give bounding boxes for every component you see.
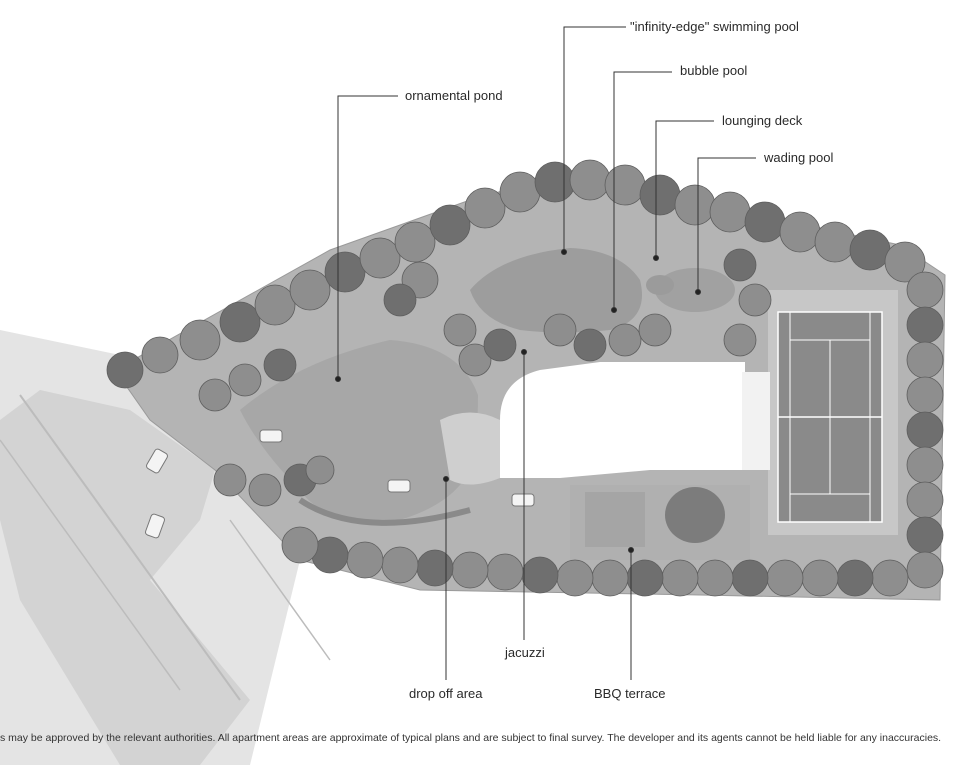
tree-canopy [213, 463, 247, 497]
leader-bubble-pool [613, 71, 672, 310]
tree-canopy [814, 221, 856, 263]
tree-canopy [731, 559, 769, 597]
tree-canopy [766, 559, 804, 597]
leader-lines [335, 26, 756, 680]
tree-canopy [723, 248, 757, 282]
tree-canopy [738, 283, 772, 317]
tree-canopy [106, 351, 144, 389]
leader-wading-pool [697, 157, 756, 292]
tree-canopy [416, 549, 454, 587]
tree-canopy [626, 559, 664, 597]
label-infinity-pool: "infinity-edge" swimming pool [630, 19, 799, 34]
label-jacuzzi: jacuzzi [505, 645, 545, 660]
tree-canopy [464, 187, 506, 229]
tree-canopy [569, 159, 611, 201]
leader-lounging-deck [655, 120, 714, 258]
tree-canopy [141, 336, 179, 374]
tree-canopy [906, 446, 944, 484]
tree-canopy [521, 556, 559, 594]
label-drop-off-area: drop off area [409, 686, 483, 701]
leader-ornamental-pond [337, 95, 398, 379]
tree-canopy [836, 559, 874, 597]
tree-canopy [499, 171, 541, 213]
tree-canopy [359, 237, 401, 279]
tree-canopy [179, 319, 221, 361]
tree-canopy [458, 343, 492, 377]
bbq-terrace-area [570, 485, 750, 560]
tree-canopy [443, 313, 477, 347]
tree-canopy [198, 378, 232, 412]
tree-canopy [604, 164, 646, 206]
tree-canopy [305, 455, 335, 485]
label-ornamental-pond: ornamental pond [405, 88, 503, 103]
tree-canopy [906, 516, 944, 554]
tree-canopy [674, 184, 716, 226]
label-bbq-terrace: BBQ terrace [594, 686, 666, 701]
tree-canopy [744, 201, 786, 243]
leader-infinity-pool [563, 26, 626, 252]
tree-canopy [639, 174, 681, 216]
tree-canopy [556, 559, 594, 597]
tree-canopy [219, 301, 261, 343]
building-footprint [485, 362, 770, 478]
label-wading-pool: wading pool [764, 150, 834, 165]
tennis-court [768, 290, 898, 535]
tree-canopy [573, 328, 607, 362]
tree-canopy [906, 306, 944, 344]
tree-canopy [281, 526, 319, 564]
tree-canopy [906, 411, 944, 449]
tree-canopy [383, 283, 417, 317]
tree-canopy [906, 376, 944, 414]
tree-canopy [591, 559, 629, 597]
tree-canopy [394, 221, 436, 263]
tree-canopy [779, 211, 821, 253]
tree-canopy [906, 341, 944, 379]
road [0, 330, 331, 765]
tree-canopy [906, 481, 944, 519]
tree-canopy [429, 204, 471, 246]
tree-canopy [451, 551, 489, 589]
cars [145, 429, 535, 539]
tree-canopy [486, 553, 524, 591]
tree-canopy [324, 251, 366, 293]
pool-area [470, 248, 735, 333]
tree-canopy [801, 559, 839, 597]
tree-canopy [638, 313, 672, 347]
tree-canopy [661, 559, 699, 597]
tree-canopy [381, 546, 419, 584]
tree-canopy [696, 559, 734, 597]
tree-canopy [906, 551, 944, 589]
tree-canopy [871, 559, 909, 597]
tree-canopy [534, 161, 576, 203]
tree-canopy [849, 229, 891, 271]
label-lounging-deck: lounging deck [722, 113, 803, 128]
label-bubble-pool: bubble pool [680, 63, 748, 78]
tree-canopy [248, 473, 282, 507]
tree-canopy [543, 313, 577, 347]
tree-canopy [228, 363, 262, 397]
tree-canopy [346, 541, 384, 579]
tree-canopy [709, 191, 751, 233]
tree-canopy [723, 323, 757, 357]
tree-canopy [263, 348, 297, 382]
tree-canopy [906, 271, 944, 309]
tree-canopy [884, 241, 926, 283]
disclaimer-text: s may be approved by the relevant author… [0, 732, 942, 744]
trees [106, 159, 944, 597]
tree-canopy [289, 269, 331, 311]
tree-canopy [254, 284, 296, 326]
tree-canopy [483, 328, 517, 362]
tree-canopy [608, 323, 642, 357]
